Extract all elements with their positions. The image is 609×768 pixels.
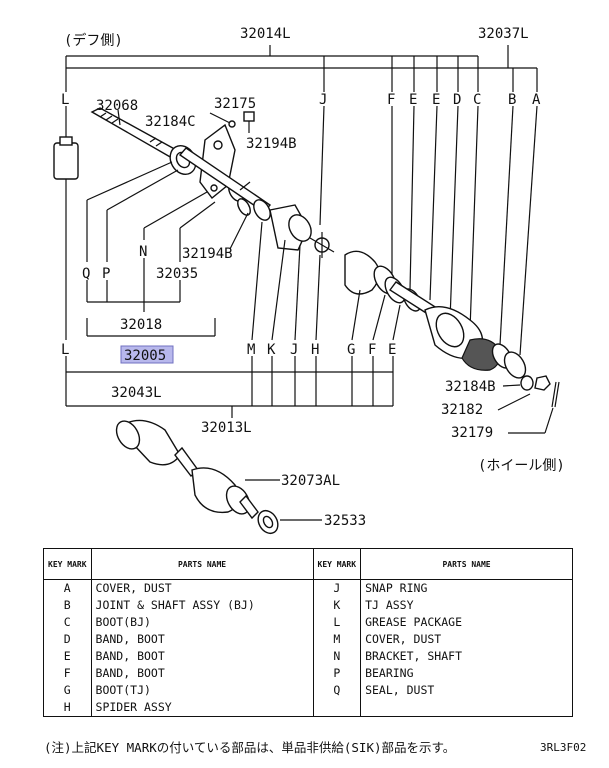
part-32035: 32035 — [156, 266, 198, 282]
part-32014L: 32014L — [240, 26, 291, 42]
part-32043L: 32043L — [111, 385, 162, 401]
name-cell: JOINT & SHAFT ASSY (BJ) — [90, 597, 314, 614]
key-cell: C — [43, 614, 92, 631]
key-cell: Q — [312, 682, 362, 699]
key-letter-top: D — [453, 92, 461, 108]
name-cell: BAND, BOOT — [90, 648, 314, 665]
bottom-bracket-lines — [65, 221, 554, 434]
key-letter-top: L — [61, 92, 69, 108]
table-row: F BAND, BOOT P BEARING — [43, 665, 573, 682]
part-32194B-top: 32194B — [246, 136, 297, 152]
name-cell: BEARING — [360, 665, 573, 682]
diagram-labels: (デフ側) (ホイール側) 32014L 32037L 32068 32175 … — [61, 26, 565, 529]
diagram-code: 3RL3F02 — [540, 741, 587, 754]
key-letter-top: E — [409, 92, 417, 108]
key-letter-bottom: L — [61, 342, 69, 358]
key-cell: P — [312, 665, 362, 682]
key-mark-header: KEY MARK — [312, 548, 362, 580]
name-cell: SNAP RING — [360, 579, 573, 597]
key-letter-bottom: E — [388, 342, 396, 358]
name-cell: SPIDER ASSY — [90, 699, 314, 717]
key-letter-bottom: K — [267, 342, 276, 358]
name-cell: BRACKET, SHAFT — [360, 648, 573, 665]
name-cell: BAND, BOOT — [90, 631, 314, 648]
name-cell: TJ ASSY — [360, 597, 573, 614]
key-mark-header: KEY MARK — [43, 548, 92, 580]
part-32018: 32018 — [120, 317, 162, 333]
part-32175: 32175 — [214, 96, 256, 112]
part-32179: 32179 — [451, 425, 493, 441]
upper-shaft-assembly — [53, 107, 560, 408]
part-32068: 32068 — [96, 98, 138, 114]
table-row: A COVER, DUST J SNAP RING — [43, 579, 573, 597]
table-row: G BOOT(TJ) Q SEAL, DUST — [43, 682, 573, 699]
key-letter-top: C — [473, 92, 481, 108]
key-cell: G — [43, 682, 92, 699]
key-letter-mid: Q — [82, 266, 90, 282]
lower-shaft-assembly — [115, 419, 322, 535]
key-cell: D — [43, 631, 92, 648]
name-cell: GREASE PACKAGE — [360, 614, 573, 631]
key-cell: L — [312, 614, 362, 631]
key-cell: F — [43, 665, 92, 682]
part-32013L: 32013L — [201, 420, 252, 436]
name-cell: COVER, DUST — [90, 579, 314, 597]
key-cell: B — [43, 597, 92, 614]
table-row: C BOOT(BJ) L GREASE PACKAGE — [43, 614, 573, 631]
footer-note: (注)上記KEY MARKの付いている部品は、単品非供給(SIK)部品を示す。 — [44, 740, 456, 755]
table-row: B JOINT & SHAFT ASSY (BJ) K TJ ASSY — [43, 597, 573, 614]
part-32005: 32005 — [124, 348, 166, 364]
key-cell: J — [312, 579, 362, 597]
key-letter-top: A — [532, 92, 541, 108]
key-letter-bottom: F — [368, 342, 376, 358]
side-diff-label: (デフ側) — [64, 32, 123, 49]
name-cell — [360, 699, 573, 717]
parts-name-header: PARTS NAME — [90, 548, 314, 580]
key-letter-mid: P — [102, 266, 110, 282]
key-cell: N — [312, 648, 362, 665]
key-cell: A — [43, 579, 92, 597]
leader-lines-middle — [86, 109, 251, 337]
part-32037L: 32037L — [478, 26, 529, 42]
part-32184C: 32184C — [145, 114, 196, 130]
name-cell: COVER, DUST — [360, 631, 573, 648]
key-cell: E — [43, 648, 92, 665]
side-wheel-label: (ホイール側) — [478, 458, 565, 474]
key-cell: H — [43, 699, 92, 717]
key-letter-top: E — [432, 92, 440, 108]
part-32073AL: 32073AL — [281, 473, 340, 489]
name-cell: BOOT(BJ) — [90, 614, 314, 631]
parts-table: KEY MARK PARTS NAME KEY MARK PARTS NAME … — [43, 548, 573, 717]
parts-name-header: PARTS NAME — [360, 548, 573, 580]
key-letter-bottom: J — [290, 342, 298, 358]
parts-diagram: (デフ側) (ホイール側) 32014L 32037L 32068 32175 … — [53, 26, 565, 535]
table-header-row: KEY MARK PARTS NAME KEY MARK PARTS NAME — [43, 548, 573, 580]
part-32182: 32182 — [441, 402, 483, 418]
table-row: E BAND, BOOT N BRACKET, SHAFT — [43, 648, 573, 665]
top-bracket-lines — [65, 45, 538, 92]
name-cell: BOOT(TJ) — [90, 682, 314, 699]
table-row: H SPIDER ASSY — [43, 699, 573, 717]
key-letter-bottom: G — [347, 342, 355, 358]
highlight-box — [120, 345, 174, 364]
key-letter-bottom: H — [311, 342, 319, 358]
grease-package-icon — [53, 142, 79, 180]
name-cell: SEAL, DUST — [360, 682, 573, 699]
table-row: D BAND, BOOT M COVER, DUST — [43, 631, 573, 648]
key-letter-top: F — [387, 92, 395, 108]
part-32184B: 32184B — [445, 379, 496, 395]
key-cell — [312, 699, 362, 717]
part-32194B-mid: 32194B — [182, 246, 233, 262]
key-letter-bottom: M — [247, 342, 255, 358]
key-cell: K — [312, 597, 362, 614]
key-cell: M — [312, 631, 362, 648]
part-32533: 32533 — [324, 513, 366, 529]
name-cell: BAND, BOOT — [90, 665, 314, 682]
key-letter-top: J — [319, 92, 327, 108]
key-letter-mid: N — [139, 244, 147, 260]
key-letter-top: B — [508, 92, 516, 108]
